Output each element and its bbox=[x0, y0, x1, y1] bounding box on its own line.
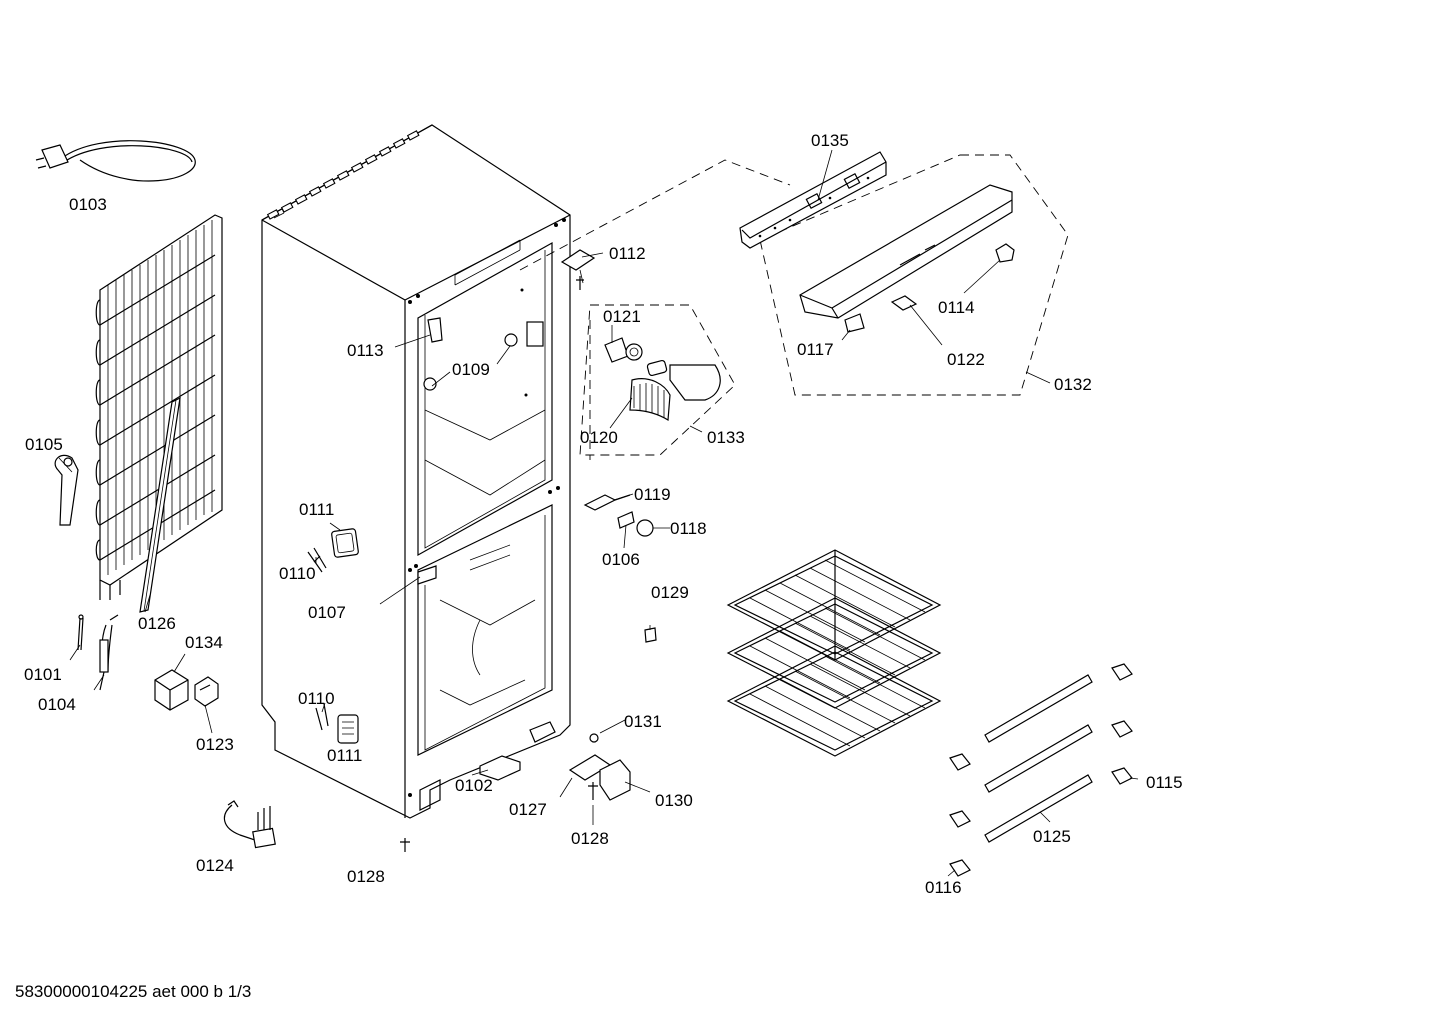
label-0110-lower: 0110 bbox=[298, 689, 335, 708]
label-0101: 0101 bbox=[24, 665, 62, 684]
shelf-supports bbox=[949, 663, 1133, 877]
label-0106: 0106 bbox=[602, 550, 640, 569]
foot bbox=[479, 755, 521, 781]
label-0105: 0105 bbox=[25, 435, 63, 454]
cabinet-body bbox=[261, 124, 571, 819]
relay-block bbox=[154, 669, 219, 711]
leader-lines bbox=[58, 149, 1139, 877]
drain-tube bbox=[54, 454, 79, 526]
label-0133: 0133 bbox=[707, 428, 745, 447]
label-0135: 0135 bbox=[811, 131, 849, 150]
lamp-assembly-group bbox=[579, 304, 736, 456]
label-0128-hinge: 0128 bbox=[571, 829, 609, 848]
label-0107: 0107 bbox=[308, 603, 346, 622]
label-0123: 0123 bbox=[196, 735, 234, 754]
label-0102: 0102 bbox=[455, 776, 493, 795]
label-0110-upper: 0110 bbox=[279, 564, 316, 583]
label-0132: 0132 bbox=[1054, 375, 1092, 394]
label-0109: 0109 bbox=[452, 360, 490, 379]
label-0128-body: 0128 bbox=[347, 867, 385, 886]
upper-hinge bbox=[560, 249, 596, 290]
label-0104: 0104 bbox=[38, 695, 76, 714]
temperature-sensors bbox=[77, 614, 119, 691]
label-0126: 0126 bbox=[138, 614, 176, 633]
label-0117: 0117 bbox=[797, 340, 834, 359]
label-0130: 0130 bbox=[655, 791, 693, 810]
power-cord bbox=[35, 140, 196, 182]
wiring-harness bbox=[223, 800, 276, 849]
screw-0129 bbox=[644, 627, 657, 643]
label-0122: 0122 bbox=[947, 350, 985, 369]
label-0114: 0114 bbox=[938, 298, 975, 317]
label-0120: 0120 bbox=[580, 428, 618, 447]
top-vent-slots bbox=[266, 130, 420, 220]
hinge-brackets bbox=[417, 317, 544, 585]
label-0112: 0112 bbox=[609, 244, 646, 263]
door-hinge-parts bbox=[583, 494, 654, 537]
label-0125: 0125 bbox=[1033, 827, 1071, 846]
label-0131: 0131 bbox=[624, 712, 662, 731]
label-0121: 0121 bbox=[603, 307, 641, 326]
label-0116: 0116 bbox=[925, 878, 962, 897]
lower-hinge-assembly bbox=[400, 733, 631, 852]
label-0129: 0129 bbox=[651, 583, 689, 602]
label-0111-lower: 0111 bbox=[327, 746, 362, 765]
label-0111-upper: 0111 bbox=[299, 500, 334, 519]
heater-strip bbox=[139, 396, 181, 613]
label-0134: 0134 bbox=[185, 633, 223, 652]
label-0115: 0115 bbox=[1146, 773, 1183, 792]
part-labels: 0103 0135 0112 0114 0121 0113 0109 0117 … bbox=[24, 131, 1183, 897]
label-0113: 0113 bbox=[347, 341, 384, 360]
label-0103: 0103 bbox=[69, 195, 107, 214]
label-0124: 0124 bbox=[196, 856, 234, 875]
control-panel-group bbox=[519, 151, 1069, 460]
document-footer: 58300000104225 aet 000 b 1/3 bbox=[15, 982, 251, 1001]
label-0127: 0127 bbox=[509, 800, 547, 819]
label-0119: 0119 bbox=[634, 485, 671, 504]
wire-shelves bbox=[726, 549, 942, 757]
condenser-coil bbox=[95, 214, 223, 600]
lamp-covers bbox=[307, 528, 359, 744]
label-0118: 0118 bbox=[670, 519, 707, 538]
